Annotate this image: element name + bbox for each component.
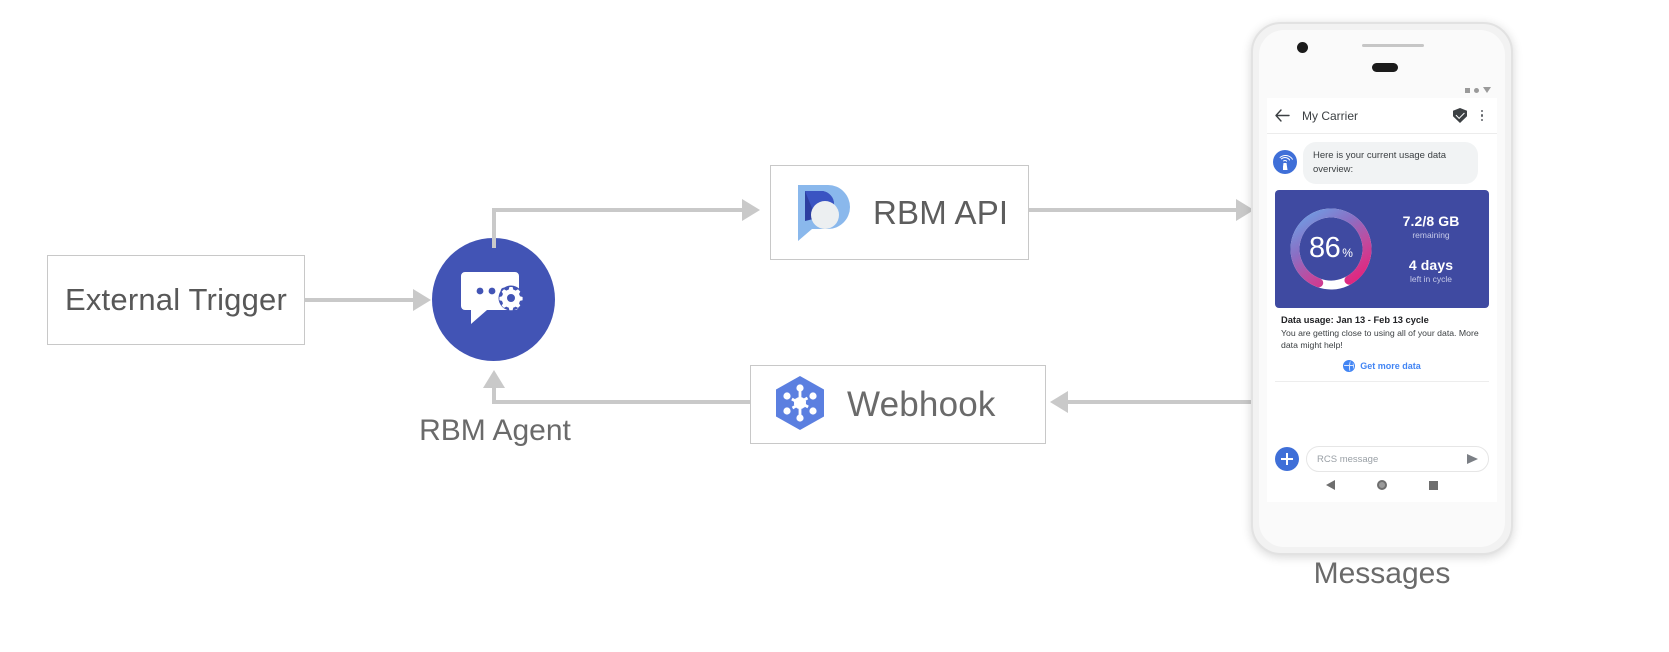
connector-trigger-to-agent <box>305 298 415 302</box>
nav-home-icon[interactable] <box>1377 480 1387 490</box>
rbm-agent-node[interactable] <box>432 238 555 361</box>
signal-square-icon <box>1465 87 1470 93</box>
rcs-message-input[interactable]: RCS message <box>1306 446 1489 472</box>
get-more-data-action[interactable]: Get more data <box>1281 359 1483 377</box>
message-composer: RCS message <box>1267 446 1497 472</box>
back-arrow-icon[interactable] <box>1275 109 1290 122</box>
agent-antenna-icon <box>1273 150 1297 174</box>
verified-shield-icon <box>1453 108 1467 123</box>
gauge-center-label: 86 % <box>1285 203 1377 295</box>
phone-screen: My Carrier Here is your cu <box>1267 82 1497 502</box>
rich-card[interactable]: 86 % 7.2/8 GB remaining 4 days left in c… <box>1275 189 1489 308</box>
stat-spacer <box>1383 240 1479 257</box>
external-trigger-label: External Trigger <box>64 282 288 317</box>
stat-days-left: 4 days <box>1408 257 1454 274</box>
webhook-hexagon-icon <box>776 375 824 430</box>
wifi-triangle-icon <box>1483 87 1491 93</box>
connector-agent-up-return <box>492 388 496 402</box>
card-text-block: Data usage: Jan 13 - Feb 13 cycle You ar… <box>1273 308 1491 381</box>
arrow-phone-to-webhook <box>1050 391 1068 413</box>
rbm-api-box[interactable]: RBM API <box>770 165 1029 260</box>
phone-bezel: My Carrier Here is your cu <box>1259 30 1505 547</box>
card-description: You are getting close to using all of yo… <box>1281 327 1479 351</box>
connector-webhook-to-agent <box>492 400 750 404</box>
android-nav-bar <box>1267 474 1497 496</box>
globe-icon <box>1343 359 1356 372</box>
send-icon[interactable] <box>1467 454 1478 464</box>
nav-recents-icon[interactable] <box>1429 480 1438 490</box>
card-stats: 7.2/8 GB remaining 4 days left in cycle <box>1377 213 1479 284</box>
arrow-trigger-to-agent <box>413 289 431 311</box>
connector-agent-to-rbmapi <box>492 208 744 212</box>
connector-agent-up <box>492 208 496 248</box>
gauge-value: 86 <box>1309 232 1341 265</box>
webhook-label: Webhook <box>847 384 996 424</box>
usage-gauge: 86 % <box>1285 203 1377 295</box>
speaker-grille <box>1362 44 1424 47</box>
phone-top-bezel <box>1259 30 1505 82</box>
rbm-api-label: RBM API <box>873 193 1009 231</box>
app-bar-title: My Carrier <box>1302 108 1358 123</box>
connector-rbmapi-to-phone <box>1029 208 1240 212</box>
card-divider <box>1275 380 1489 382</box>
arrow-agent-to-rbmapi <box>742 199 760 221</box>
connector-phone-to-webhook <box>1068 400 1258 404</box>
signal-dot-icon <box>1474 87 1479 93</box>
chat-gear-icon <box>460 271 523 324</box>
stat-data-remaining: 7.2/8 GB <box>1402 213 1460 230</box>
rbm-api-icon <box>798 184 850 241</box>
app-bar: My Carrier <box>1267 98 1497 134</box>
rbm-agent-label: RBM Agent <box>419 414 571 447</box>
conversation: Here is your current usage data overview… <box>1267 134 1497 382</box>
external-trigger-box[interactable]: External Trigger <box>47 255 305 345</box>
plus-icon[interactable] <box>1275 447 1299 471</box>
message-row: Here is your current usage data overview… <box>1273 142 1491 184</box>
stat-data-remaining-sub: remaining <box>1412 230 1450 241</box>
kebab-menu-icon[interactable] <box>1475 109 1489 122</box>
status-bar <box>1267 82 1497 98</box>
arrow-webhook-to-agent <box>483 370 505 388</box>
rcs-message-placeholder: RCS message <box>1317 453 1379 465</box>
card-title: Data usage: Jan 13 - Feb 13 cycle <box>1281 314 1429 325</box>
phone-device: My Carrier Here is your cu <box>1251 22 1513 555</box>
webhook-box[interactable]: Webhook <box>750 365 1046 444</box>
messages-label: Messages <box>1313 557 1451 590</box>
gauge-unit: % <box>1342 246 1353 261</box>
get-more-data-label: Get more data <box>1360 360 1421 371</box>
message-bubble: Here is your current usage data overview… <box>1303 142 1478 184</box>
arrow-rbmapi-to-phone <box>1236 199 1254 221</box>
stat-days-left-sub: left in cycle <box>1409 274 1453 285</box>
nav-back-icon[interactable] <box>1326 480 1335 490</box>
front-camera-icon <box>1297 42 1308 53</box>
earpiece <box>1372 63 1398 72</box>
